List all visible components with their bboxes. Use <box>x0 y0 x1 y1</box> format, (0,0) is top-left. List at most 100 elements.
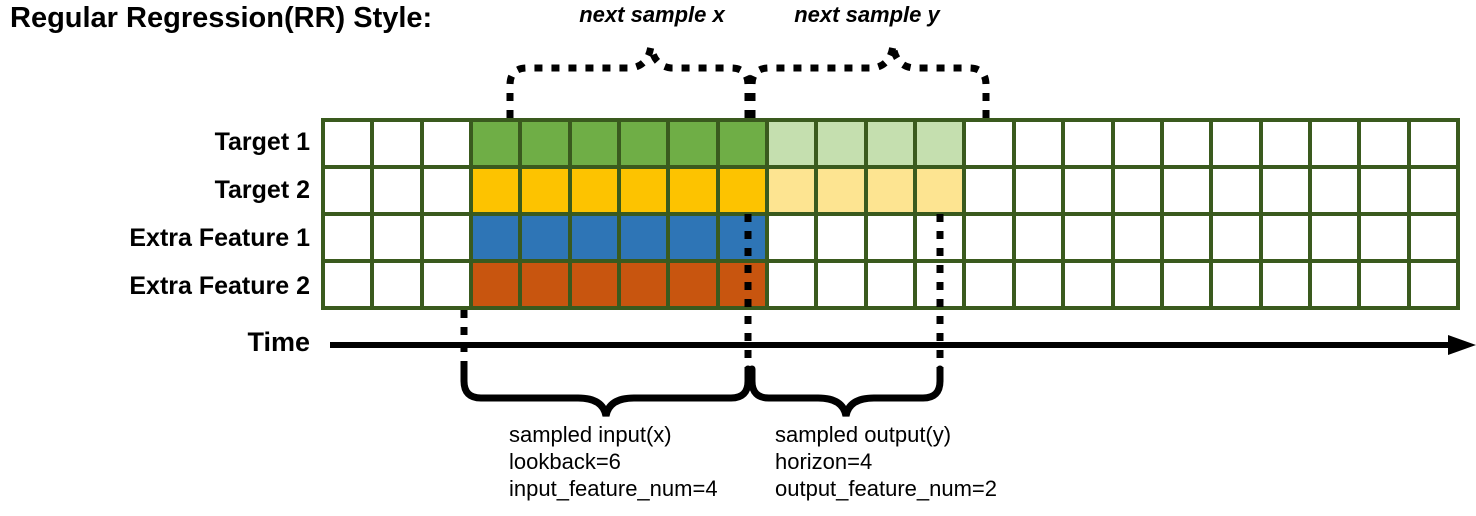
grid-cell <box>423 216 470 259</box>
sampled-input-line-3: input_feature_num=4 <box>509 476 718 501</box>
grid-cell <box>670 216 716 259</box>
grid-row <box>325 216 1456 259</box>
grid-cell <box>917 169 963 212</box>
time-axis-arrow <box>330 335 1476 355</box>
grid-cell <box>325 122 371 165</box>
grid-cell <box>1163 216 1210 259</box>
grid-cell <box>1015 169 1062 212</box>
dotted-brace-x-right <box>647 45 752 118</box>
grid-cell <box>522 122 568 165</box>
grid-row <box>325 169 1456 212</box>
row-label-target-2: Target 2 <box>214 176 310 204</box>
grid-row <box>325 122 1456 165</box>
grid-cell <box>1114 122 1160 165</box>
grid-cell <box>325 216 371 259</box>
grid-cell <box>818 169 864 212</box>
grid-cell <box>1311 169 1358 212</box>
grid-cell <box>1065 263 1111 306</box>
grid-cell <box>374 122 420 165</box>
sampled-input-line-1: sampled input(x) <box>509 422 672 447</box>
grid-cell <box>473 263 519 306</box>
time-axis-label: Time <box>247 327 310 357</box>
grid-cell <box>1015 122 1062 165</box>
grid-cell <box>1114 263 1160 306</box>
grid-cell <box>769 216 815 259</box>
grid-cell <box>374 263 420 306</box>
grid-cell <box>1262 216 1308 259</box>
grid-cell <box>867 122 914 165</box>
grid-cell <box>1361 122 1407 165</box>
grid-cell <box>719 216 766 259</box>
grid-cell <box>423 263 470 306</box>
grid-cell <box>966 263 1012 306</box>
grid-cell <box>522 216 568 259</box>
solid-brace-sampled-output <box>748 365 944 417</box>
grid-cell <box>769 263 815 306</box>
grid-cell <box>325 263 371 306</box>
grid-cell <box>1311 263 1358 306</box>
row-label-extra-feature-2: Extra Feature 2 <box>129 272 310 300</box>
grid-cell <box>1163 122 1210 165</box>
grid-cell <box>1163 169 1210 212</box>
grid-cell <box>818 216 864 259</box>
row-label-extra-feature-1: Extra Feature 1 <box>129 224 310 252</box>
grid-cell <box>818 122 864 165</box>
grid-cell <box>1213 122 1259 165</box>
grid-cell <box>719 122 766 165</box>
grid-cell <box>917 216 963 259</box>
grid-cell <box>917 263 963 306</box>
dotted-brace-y-right <box>889 45 990 118</box>
row-label-column: Target 1 Target 2 Extra Feature 1 Extra … <box>10 118 310 310</box>
grid-cell <box>670 122 716 165</box>
dotted-brace-x-left <box>506 45 655 118</box>
grid-cell <box>1114 169 1160 212</box>
grid-cell <box>1361 169 1407 212</box>
grid-cell <box>670 169 716 212</box>
sampled-output-line-1: sampled output(y) <box>775 422 952 447</box>
grid-cell <box>719 263 766 306</box>
grid-cell <box>1015 216 1062 259</box>
row-label-target-1: Target 1 <box>214 128 310 156</box>
grid-cell <box>374 216 420 259</box>
grid-cell <box>769 169 815 212</box>
grid-cell <box>1311 216 1358 259</box>
dotted-brace-y-left <box>748 45 897 118</box>
sampled-output-line-3: output_feature_num=2 <box>775 476 998 501</box>
grid-cell <box>1410 263 1456 306</box>
grid-row <box>325 263 1456 306</box>
grid-cell <box>1015 263 1062 306</box>
grid-cell <box>621 122 667 165</box>
grid-cell <box>571 169 618 212</box>
next-sample-x-label: next sample x <box>579 2 725 27</box>
sampled-output-line-2: horizon=4 <box>775 449 873 474</box>
grid-cell <box>571 216 618 259</box>
grid-cell <box>966 216 1012 259</box>
timeseries-grid <box>321 118 1460 310</box>
grid-cell <box>867 216 914 259</box>
page-title: Regular Regression(RR) Style: <box>10 2 433 34</box>
grid-cell <box>818 263 864 306</box>
grid-cell <box>473 122 519 165</box>
sampled-output-caption: sampled output(y) horizon=4 output_featu… <box>775 421 997 502</box>
grid-cell <box>1213 263 1259 306</box>
grid-cell <box>423 122 470 165</box>
grid-cell <box>917 122 963 165</box>
grid-cell <box>1361 216 1407 259</box>
grid-cell <box>522 263 568 306</box>
grid-cell <box>473 216 519 259</box>
grid-cell <box>1410 216 1456 259</box>
grid-cell <box>769 122 815 165</box>
grid-cell <box>1213 169 1259 212</box>
grid-cell <box>1410 122 1456 165</box>
solid-brace-sampled-input <box>460 365 752 417</box>
grid-cell <box>1114 216 1160 259</box>
grid-cell <box>966 169 1012 212</box>
grid-cell <box>423 169 470 212</box>
grid-cell <box>1262 122 1308 165</box>
grid-cell <box>621 263 667 306</box>
grid-cell <box>966 122 1012 165</box>
grid-cell <box>571 122 618 165</box>
grid-cell <box>325 169 371 212</box>
grid-cell <box>621 216 667 259</box>
next-sample-y-label: next sample y <box>794 2 940 27</box>
